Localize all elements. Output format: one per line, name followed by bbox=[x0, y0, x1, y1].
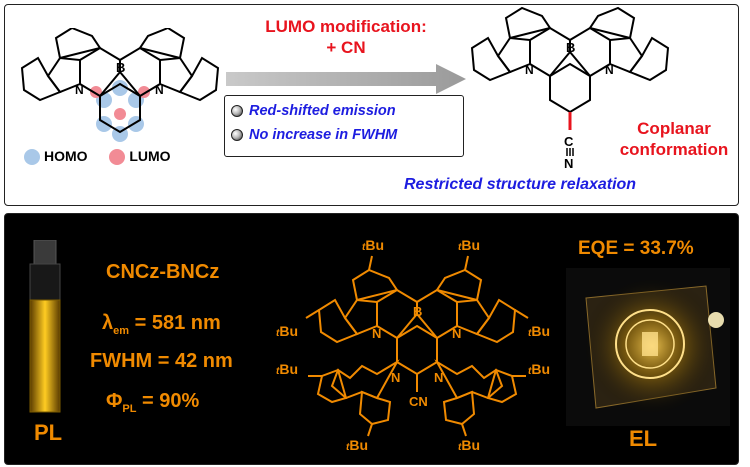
lambda-subscript: em bbox=[113, 325, 130, 337]
fwhm-value: FWHM = 42 nm bbox=[90, 350, 233, 372]
nitrogen-atom-label: N bbox=[434, 370, 443, 385]
feature-item-fwhm: No increase in FWHM bbox=[231, 127, 463, 143]
tbu-label: tBu bbox=[362, 237, 384, 253]
lumo-legend-label: LUMO bbox=[129, 148, 171, 164]
tbu-label: tBu bbox=[458, 437, 480, 453]
tbu-label: tBu bbox=[528, 361, 550, 377]
tbu-label: tBu bbox=[276, 323, 298, 339]
arrow-title-line2: + CN bbox=[326, 38, 366, 57]
arrow-title-line1: LUMO modification: bbox=[265, 17, 427, 36]
nitrogen-atom-label: N bbox=[452, 326, 461, 341]
cn-nitrogen-label: N bbox=[564, 156, 573, 171]
compound-name: CNCz-BNCz bbox=[106, 261, 220, 283]
relaxation-caption: Restricted structure relaxation bbox=[404, 176, 637, 193]
tbu-label: tBu bbox=[346, 437, 368, 453]
cn-carbon-label: C bbox=[564, 134, 574, 149]
homo-legend-label: HOMO bbox=[44, 148, 88, 164]
nitrogen-atom-label-right: N bbox=[155, 83, 164, 97]
lumo-legend-dot bbox=[109, 149, 126, 166]
nitrogen-atom-label-left: N bbox=[75, 83, 84, 97]
el-label: EL bbox=[629, 426, 658, 451]
tbu-label: tBu bbox=[276, 361, 298, 377]
feature-list-box: Red-shifted emission No increase in FWHM bbox=[224, 95, 464, 157]
coplanar-line2: conformation bbox=[619, 140, 729, 159]
eqe-value: EQE = 33.7% bbox=[578, 238, 694, 259]
modification-arrow bbox=[226, 64, 466, 94]
feature-item-red-shift: Red-shifted emission bbox=[231, 103, 463, 119]
feature-text: No increase in FWHM bbox=[249, 127, 398, 143]
nitrogen-atom-label: N bbox=[372, 326, 381, 341]
tbu-label: tBu bbox=[458, 237, 480, 253]
phi-symbol: Φ bbox=[106, 390, 123, 412]
coplanar-label: Coplanar conformation bbox=[615, 118, 733, 160]
nitrogen-atom-label: N bbox=[391, 370, 400, 385]
feature-text: Red-shifted emission bbox=[249, 103, 396, 119]
phi-value: = 90% bbox=[142, 390, 200, 412]
parent-molecule-structure: B N N bbox=[20, 28, 220, 142]
tbu-label: tBu bbox=[528, 323, 550, 339]
plqy-value: ΦPL = 90% bbox=[106, 390, 199, 415]
pl-cuvette-photo bbox=[29, 240, 61, 413]
boron-atom-label: B bbox=[413, 304, 422, 319]
el-device-photo bbox=[566, 268, 730, 426]
nitrogen-atom-label-right: N bbox=[605, 63, 614, 77]
lambda-symbol: λ bbox=[102, 312, 114, 334]
cn-molecule-structure: C N B N N bbox=[470, 6, 670, 171]
boron-atom-label: B bbox=[116, 60, 125, 75]
coplanar-line1: Coplanar bbox=[637, 119, 711, 138]
emission-wavelength: λem = 581 nm bbox=[102, 312, 221, 337]
orbital-legend: HOMO LUMO bbox=[24, 148, 171, 166]
cncz-bncz-molecule-structure: B N N N N CN tBu tBu tBu tBu tBu tBu tBu… bbox=[276, 237, 550, 453]
homo-legend-dot bbox=[24, 149, 40, 166]
boron-atom-label: B bbox=[566, 40, 575, 55]
cn-group-label: CN bbox=[409, 394, 428, 409]
lambda-value: = 581 nm bbox=[134, 312, 221, 334]
bullet-icon bbox=[231, 105, 243, 118]
nitrogen-atom-label-left: N bbox=[525, 63, 534, 77]
bullet-icon bbox=[231, 129, 243, 142]
phi-subscript: PL bbox=[122, 403, 137, 415]
arrow-title: LUMO modification: + CN bbox=[222, 16, 470, 58]
pl-label: PL bbox=[34, 420, 63, 445]
